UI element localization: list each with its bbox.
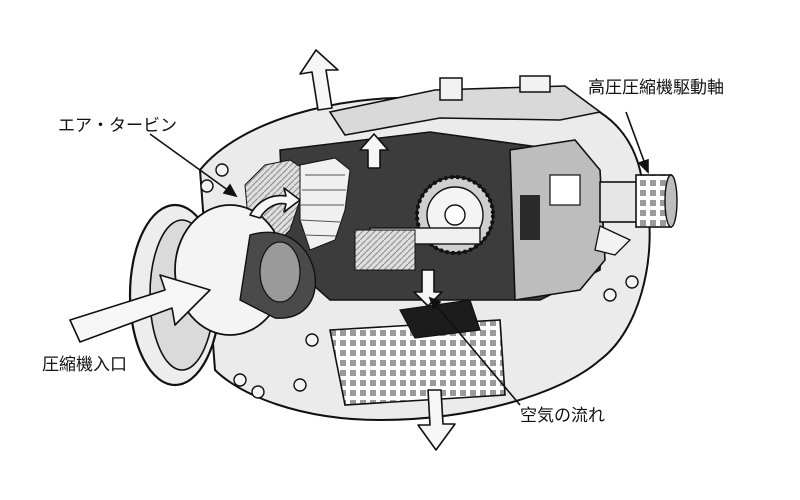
bottom-exhaust-arrow	[417, 389, 456, 451]
top-boss	[439, 77, 463, 101]
drive-shaft-end	[594, 174, 678, 256]
exhaust-grille	[329, 299, 506, 406]
label-air-flow: 空気の流れ	[520, 406, 605, 426]
airflow-arrows	[69, 49, 456, 451]
leader-lines	[149, 111, 649, 406]
right-drum	[509, 139, 606, 301]
inlet-arrow	[69, 274, 211, 343]
internal-arrow-up	[359, 133, 389, 169]
housing-bolts	[200, 163, 639, 399]
internal-arrow-down	[413, 269, 443, 307]
top-exhaust-arrow	[299, 49, 339, 111]
label-compressor-inlet: 圧縮機入口	[42, 355, 127, 375]
internal-arrow-curve	[249, 187, 301, 219]
label-drive-shaft: 高圧圧縮機駆動軸	[588, 78, 724, 98]
spring	[354, 229, 416, 271]
leader-air-flow	[429, 297, 521, 406]
top-boss-2	[519, 75, 551, 93]
label-air-turbine: エア・タービン	[58, 116, 177, 136]
leader-air-turbine	[149, 133, 237, 197]
